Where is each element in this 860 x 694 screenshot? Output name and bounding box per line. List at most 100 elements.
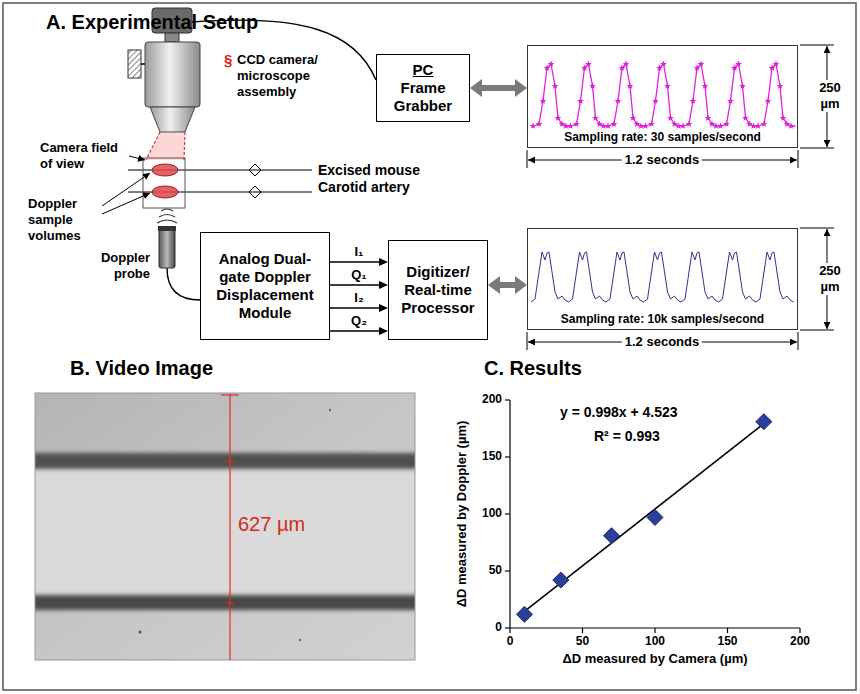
chart-axes-part (799, 628, 800, 633)
part-label: Doppler probe (80, 250, 150, 282)
box-heading: Sampling rate: 10k samples/second (559, 312, 766, 326)
signal-name: Q₂ (349, 313, 369, 329)
measurement-line-part (221, 394, 239, 395)
dimension-label: 1.2 seconds (622, 334, 702, 350)
box-text: Frame Grabber (381, 79, 465, 115)
signal-plot: Sampling rate: 30 samples/second (527, 45, 798, 148)
chart-axes-part (727, 628, 728, 633)
doppler-waveform-part (531, 252, 569, 302)
data-points (517, 414, 772, 623)
part-label: Doppler sample volumes (28, 196, 100, 244)
data-points-part (647, 509, 663, 525)
doppler-waveform-part (606, 252, 644, 302)
data-points-part (756, 414, 772, 430)
measurement-line-part (226, 461, 234, 462)
dimension-lines-part (798, 332, 799, 350)
carotid-artery (128, 164, 312, 198)
regression-equation: y = 0.998x + 4.523 (560, 404, 678, 421)
tick-label: 100 (470, 506, 502, 520)
dimension-lines (527, 45, 834, 350)
signal-name: I₁ (353, 244, 366, 260)
trend-line (522, 420, 769, 613)
signal-name: I₂ (352, 290, 365, 306)
panel-heading: A. Experimental Setup (46, 10, 258, 34)
camera-waveform-part (721, 64, 759, 126)
leader-line (102, 173, 150, 206)
data-points-part (604, 528, 620, 544)
signal-plot: Sampling rate: 10k samples/second (527, 228, 798, 330)
data-transfer-arrow (482, 85, 515, 91)
dimension-lines-part (527, 150, 528, 168)
signal-arrow (330, 284, 379, 285)
doppler-waveform-part (719, 252, 757, 302)
leader-line (129, 156, 145, 160)
data-points-part (553, 572, 569, 588)
measurement-label: 627 µm (238, 512, 305, 536)
signal-arrow (330, 307, 379, 308)
part-label: CCD camera/ microscope assembly (237, 52, 349, 100)
data-points-part (517, 606, 533, 622)
chart-axes-part (509, 628, 510, 633)
dimension-label: 250 µm (807, 263, 853, 295)
camera-waveform-part (533, 64, 571, 126)
axis-title: ΔD measured by Camera (µm) (562, 651, 747, 667)
video-image-part (35, 466, 415, 598)
doppler-waveform (531, 252, 794, 302)
axis-title: ΔD measured by Doppler (µm) (454, 384, 470, 644)
ultrasound-waves (157, 209, 177, 223)
camera-waveform-part (646, 64, 684, 126)
box-heading: PC (413, 61, 434, 79)
carotid-artery-part (249, 186, 261, 198)
chart-axes-part (505, 399, 510, 400)
box-heading: Digitizer/ Real-time Processor (393, 263, 483, 317)
field-of-view-cone (146, 132, 185, 160)
part-label: Excised mouse Carotid artery (318, 162, 436, 196)
chart-axes-part (505, 627, 510, 628)
video-image (35, 393, 415, 660)
probe-cable (167, 268, 200, 300)
camera-waveform-part (571, 64, 609, 126)
doppler-waveform-part (681, 252, 719, 302)
chart-axes-part (505, 570, 510, 571)
doppler-sample-volume (152, 164, 178, 198)
dimension-lines-part (800, 228, 834, 229)
ultrasound-waves-part (157, 220, 177, 223)
tick-label: 200 (470, 392, 502, 406)
leader-line (102, 193, 150, 214)
box-heading: Analog Dual-gate Doppler Displacement Mo… (205, 250, 325, 322)
doppler-probe-part (158, 226, 176, 231)
image-frame (35, 393, 415, 660)
camera-waveform-part (683, 64, 721, 126)
dimension-lines-part (800, 148, 834, 149)
doppler-probe (158, 226, 176, 268)
field-of-view-cone-part (146, 132, 160, 160)
field-of-view-cone-part (184, 132, 185, 160)
panel-heading: C. Results (484, 356, 582, 380)
tick-label: 50 (470, 563, 502, 577)
doppler-sample-volume-part (152, 186, 178, 198)
panel-heading: B. Video Image (70, 356, 213, 380)
process-box: Digitizer/ Real-time Processor (388, 240, 488, 340)
video-image-part (138, 630, 141, 633)
field-of-view-box (143, 158, 185, 208)
dimension-lines-part (798, 150, 799, 168)
process-box: Analog Dual-gate Doppler Displacement Mo… (200, 232, 330, 340)
chart-axes-part (505, 456, 510, 457)
chart-axes-part (582, 628, 583, 633)
figure-frame (3, 3, 856, 690)
tick-label: 50 (576, 634, 589, 648)
measurement-line-part (229, 394, 230, 660)
signal-arrow (330, 261, 379, 262)
video-image-part (299, 639, 301, 641)
camera-assembly-part (165, 33, 179, 42)
regression-equation: R² = 0.993 (594, 428, 660, 445)
field-of-view-cone-part (146, 132, 185, 160)
tick-label: 0 (507, 634, 514, 648)
camera-assembly-part (150, 107, 195, 132)
signal-arrow (330, 330, 379, 331)
video-image-part (35, 595, 415, 610)
chart-axes-part (505, 513, 510, 514)
dimension-lines-part (527, 332, 528, 350)
dimension-label: 1.2 seconds (622, 152, 702, 168)
